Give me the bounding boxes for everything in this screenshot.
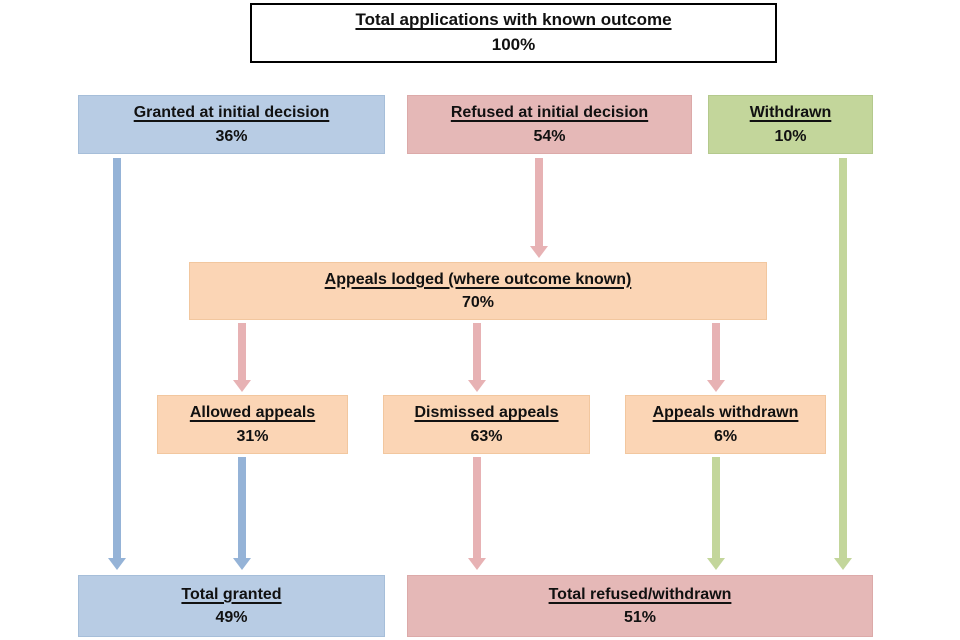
node-total-refused-withdrawn: Total refused/withdrawn 51% <box>407 575 873 637</box>
arrow-shaft <box>535 158 543 247</box>
node-appeals-withdrawn: Appeals withdrawn 6% <box>625 395 826 454</box>
node-dismissed-appeals-value: 63% <box>470 427 503 445</box>
node-dismissed-appeals: Dismissed appeals 63% <box>383 395 590 454</box>
node-withdrawn: Withdrawn 10% <box>708 95 873 154</box>
node-total-applications: Total applications with known outcome 10… <box>250 3 777 63</box>
node-total-granted: Total granted 49% <box>78 575 385 637</box>
arrow-allowed-to-total-granted <box>233 457 251 570</box>
arrow-shaft <box>238 323 246 381</box>
arrow-shaft <box>839 158 847 559</box>
arrow-appeals-to-allowed <box>233 323 251 392</box>
arrow-shaft <box>238 457 246 559</box>
arrow-head-icon <box>108 558 126 570</box>
arrow-appeals-to-dismissed <box>468 323 486 392</box>
node-allowed-appeals: Allowed appeals 31% <box>157 395 348 454</box>
arrow-shaft <box>473 323 481 381</box>
node-withdrawn-value: 10% <box>774 127 807 145</box>
arrow-shaft <box>712 457 720 559</box>
arrow-head-icon <box>834 558 852 570</box>
node-granted-initial-label: Granted at initial decision <box>133 104 330 122</box>
node-total-applications-label: Total applications with known outcome <box>355 10 672 30</box>
arrow-appeals-to-appeals-withdrawn <box>707 323 725 392</box>
arrow-appeals-withdrawn-to-total-refused <box>707 457 725 570</box>
arrow-refused-to-appeals-lodged <box>530 158 548 258</box>
node-allowed-appeals-value: 31% <box>236 427 269 445</box>
node-granted-initial: Granted at initial decision 36% <box>78 95 385 154</box>
arrow-head-icon <box>468 558 486 570</box>
node-total-refused-withdrawn-label: Total refused/withdrawn <box>548 585 732 603</box>
arrow-head-icon <box>707 558 725 570</box>
node-appeals-withdrawn-label: Appeals withdrawn <box>652 404 799 422</box>
node-appeals-lodged: Appeals lodged (where outcome known) 70% <box>189 262 767 320</box>
arrow-withdrawn-to-total-refused <box>834 158 852 570</box>
node-total-granted-label: Total granted <box>181 585 282 603</box>
arrow-head-icon <box>530 246 548 258</box>
node-refused-initial-value: 54% <box>533 127 566 145</box>
node-appeals-lodged-value: 70% <box>461 294 495 311</box>
node-appeals-withdrawn-value: 6% <box>713 427 738 445</box>
node-allowed-appeals-label: Allowed appeals <box>189 404 316 422</box>
node-total-granted-value: 49% <box>215 609 248 626</box>
node-refused-initial: Refused at initial decision 54% <box>407 95 692 154</box>
arrow-shaft <box>113 158 121 559</box>
arrow-head-icon <box>468 380 486 392</box>
arrow-dismissed-to-total-refused <box>468 457 486 570</box>
node-total-applications-value: 100% <box>491 35 536 54</box>
node-appeals-lodged-label: Appeals lodged (where outcome known) <box>324 270 632 288</box>
node-total-refused-withdrawn-value: 51% <box>623 609 657 626</box>
node-dismissed-appeals-label: Dismissed appeals <box>414 404 559 422</box>
arrow-head-icon <box>707 380 725 392</box>
node-refused-initial-label: Refused at initial decision <box>450 104 649 122</box>
arrow-shaft <box>473 457 481 559</box>
node-granted-initial-value: 36% <box>215 127 248 145</box>
arrow-head-icon <box>233 558 251 570</box>
arrow-shaft <box>712 323 720 381</box>
arrow-head-icon <box>233 380 251 392</box>
arrow-granted-to-total-granted <box>108 158 126 570</box>
node-withdrawn-label: Withdrawn <box>749 104 832 122</box>
